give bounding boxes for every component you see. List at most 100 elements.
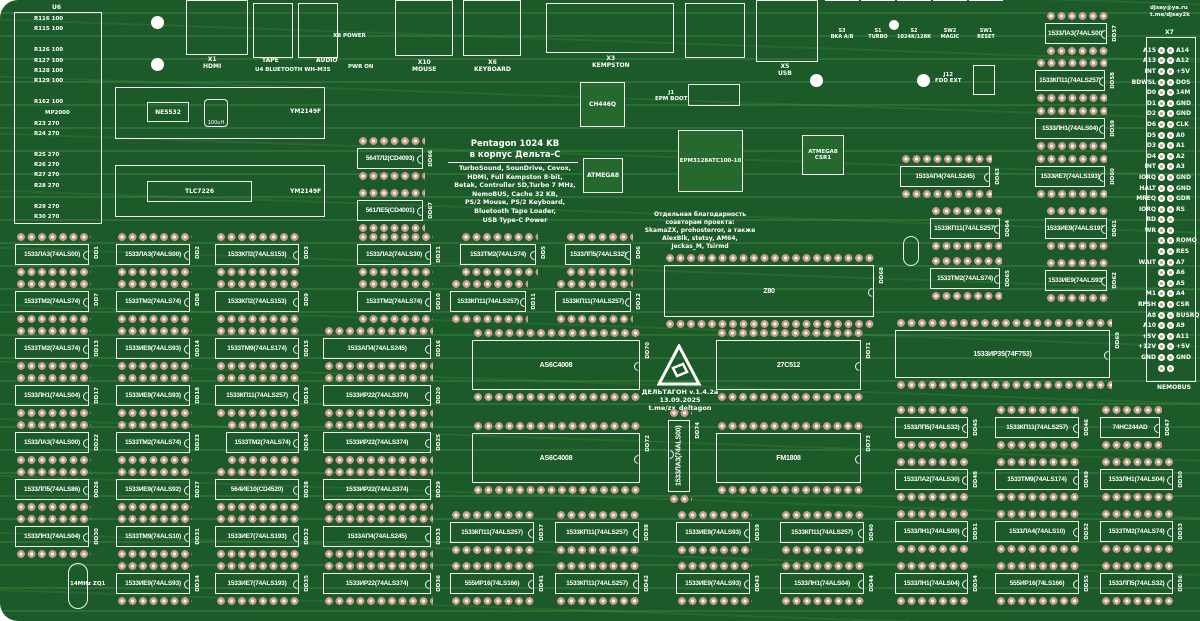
nemobus-header[interactable] — [1146, 37, 1196, 382]
pin-pad — [1158, 237, 1165, 245]
ic-ref: DD37 — [539, 524, 545, 541]
ps2-mouse-connector[interactable] — [395, 0, 453, 56]
hdmi-connector[interactable] — [186, 0, 248, 55]
pin-pad — [1158, 89, 1165, 97]
ic-chip-dd30: 1533ЛН1(74ALS04) — [15, 526, 89, 547]
pin-pad — [1158, 258, 1165, 266]
pin-pad — [1158, 195, 1165, 203]
ic-ref: DD3 — [304, 246, 310, 259]
fdd-ext-header[interactable] — [973, 65, 995, 95]
ps2-keyboard-connector[interactable] — [463, 0, 521, 56]
pin-pads — [17, 315, 91, 323]
epm-boot-jumper[interactable] — [688, 84, 740, 106]
pin-pads — [228, 456, 301, 464]
ic-chip-dd41: 555ИР16(74LS166) — [450, 573, 534, 594]
ic-chip-dd39: 1533ИЕ9(74ALS93) — [676, 522, 750, 543]
ic-chip-dd19: 1533КП11(74ALS257) — [215, 385, 299, 406]
ic-ref: DD8 — [195, 293, 201, 306]
pin-pad — [1167, 67, 1174, 75]
pin-pads — [359, 189, 425, 197]
ic-ref: DD33 — [436, 528, 442, 545]
pin-pads — [782, 562, 866, 570]
ic-ref: DD17 — [94, 387, 100, 404]
ic-chip-dd46: 1533КП11(74ALS257) — [995, 417, 1079, 438]
ic-ref: DD2 — [195, 246, 201, 259]
pin-pads — [557, 315, 633, 323]
socket-label: YM2149F — [290, 108, 322, 115]
ic-chip-dd66: 564ТЛ2(CD4093) — [357, 148, 423, 169]
pin-pads — [118, 503, 192, 511]
pin-pads — [678, 597, 752, 605]
ic-ref: DD46 — [1084, 419, 1090, 436]
pin-pads — [118, 597, 192, 605]
ic-chip-dd21: 1533ЛА2(74ALS30) — [357, 244, 431, 265]
pin-pads — [897, 319, 1112, 327]
credit-line: AlexBlk, stetsy, AM64, — [662, 235, 738, 242]
ic-chip-dd48: 1533ЛА2(74ALS30) — [895, 469, 968, 490]
pin-pads — [217, 503, 301, 511]
ic-ref: DD65 — [1005, 270, 1011, 287]
pin-pads — [118, 468, 192, 476]
pin-pad — [1158, 78, 1165, 86]
pin-pads — [718, 422, 863, 430]
usb-c-connector[interactable] — [685, 3, 745, 58]
ic-chip-dd20: 1533ИР22(74ALS374) — [323, 385, 431, 406]
pin-pads — [474, 422, 642, 430]
pin-pads — [359, 172, 425, 180]
pin-pads — [325, 468, 433, 476]
ic-ref: DD23 — [195, 434, 201, 451]
kempston-connector[interactable] — [546, 3, 674, 53]
credit-line: SkamaZX, prohosterror, а также — [644, 227, 756, 234]
usb-connector[interactable] — [756, 0, 818, 62]
module-chip: MP2000 — [45, 110, 70, 116]
pin-pads — [670, 409, 692, 417]
feature-line: TurboSound, SounDrive, Covox, — [458, 165, 572, 172]
tape-label: TAPE — [262, 57, 279, 64]
pin-pads — [325, 327, 433, 335]
tape-jack[interactable] — [253, 3, 293, 58]
ic-ref: DD48 — [973, 471, 979, 488]
pin-pads — [452, 546, 536, 554]
resistor-label: R127 100 — [34, 58, 64, 64]
pin-pad — [1167, 78, 1174, 86]
credit-line: Jeckas_M, Tsirmd — [671, 243, 729, 250]
pin-pads — [1037, 94, 1107, 102]
ic-chip-dd32: 1533ИЕ7(74ALS193) — [215, 526, 299, 547]
pin-pads — [359, 137, 425, 145]
pin-pads — [1102, 458, 1175, 466]
pin-pads — [997, 493, 1081, 501]
pin-pads — [17, 374, 91, 382]
pin-pads — [902, 155, 992, 163]
pin-pad — [1158, 173, 1165, 181]
pin-pad — [1158, 290, 1165, 298]
pin-pads — [217, 515, 301, 523]
pin-pads — [897, 406, 970, 414]
ic-chip-dd16: 1533АП4(74ALS245) — [323, 338, 431, 359]
ic-chip-dd44: 1533ЛН1(74ALS04) — [780, 573, 864, 594]
pin-pad — [1158, 311, 1165, 319]
pin-pads — [228, 421, 301, 429]
pin-pad — [1167, 99, 1174, 107]
pin-pads — [325, 374, 433, 382]
ic-chip-dd59: 1533ЛН1(74ALS04) — [1035, 118, 1105, 139]
bluetooth-label: U4 BLUETOOTH WH-M3S — [255, 67, 331, 73]
pin-pad — [1167, 152, 1174, 160]
pin-pads — [1037, 190, 1107, 198]
deltagon-logo — [657, 344, 702, 386]
ic-chip-dd51: 1533ЛН1(74ALS00) — [895, 521, 968, 542]
ic-ref: DD19 — [304, 387, 310, 404]
pin-pad — [1167, 258, 1174, 266]
audio-jack[interactable] — [298, 3, 338, 58]
pin-pads — [666, 254, 876, 262]
